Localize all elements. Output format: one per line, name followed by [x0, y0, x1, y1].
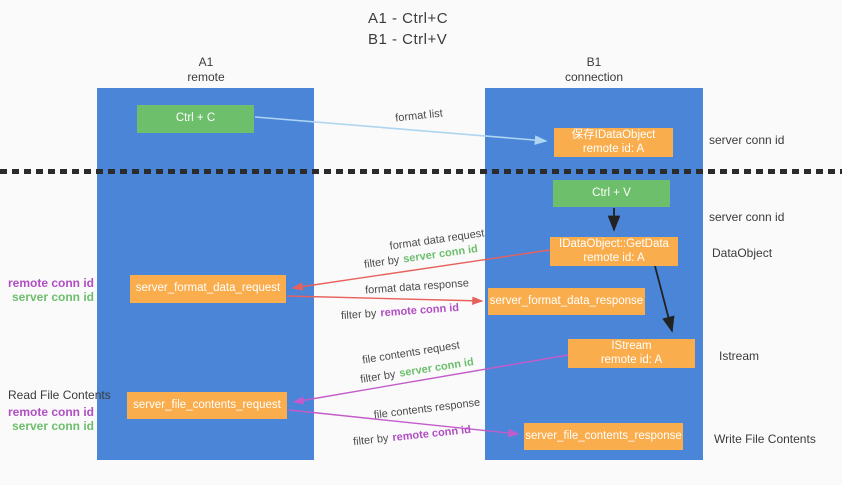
filter-by-text: filter by: [363, 254, 401, 271]
ctrl-c-label: Ctrl + C: [175, 112, 216, 125]
lifeline-a1-subtitle: remote: [187, 70, 225, 84]
server-file-contents-request-label: server_file_contents_request: [133, 398, 281, 411]
server-format-data-response-box: server_format_data_response: [488, 288, 645, 315]
server-conn-id-label: server conn id: [11, 419, 94, 433]
filter-by-text: filter by: [352, 432, 390, 449]
save-idataobject-line1: 保存IDataObject: [571, 129, 656, 141]
server-conn-id-text: server conn id: [398, 356, 475, 380]
ctrl-v-label: Ctrl + V: [592, 186, 631, 199]
lifeline-b1-name: B1: [586, 55, 602, 69]
server-format-data-response-label: server_format_data_response: [489, 294, 644, 307]
title-line-2: B1 - Ctrl+V: [368, 31, 448, 48]
lifeline-b1-subtitle: connection: [564, 70, 624, 84]
remote-conn-id-label: remote conn id: [7, 276, 94, 290]
lifeline-header-b1: B1 connection: [514, 55, 674, 85]
format-data-response-label: format data response: [364, 277, 470, 297]
filter-by-text: filter by: [340, 307, 377, 323]
server-file-contents-response-label: server_file_contents_response: [525, 429, 682, 442]
server-format-data-request-box: server_format_data_request: [130, 275, 286, 303]
server-file-contents-request-box: server_file_contents_request: [127, 392, 287, 419]
dataobject-label: DataObject: [712, 246, 773, 260]
right-server-conn-id-label-2: server conn id: [709, 210, 785, 224]
idataobject-getdata-box: IDataObject::GetData remote id: A: [550, 237, 678, 266]
getdata-line1: IDataObject::GetData: [559, 238, 669, 250]
remote-conn-id-text: remote conn id: [379, 301, 460, 320]
write-file-contents-label: Write File Contents: [714, 432, 816, 446]
diagram-title: A1 - Ctrl+C B1 - Ctrl+V: [368, 8, 448, 50]
ctrl-v-box: Ctrl + V: [553, 180, 670, 207]
file-contents-response-label: file contents response: [373, 396, 481, 422]
istream-box: IStream remote id: A: [568, 339, 695, 368]
read-file-contents-label: Read File Contents: [8, 388, 111, 402]
lifeline-header-a1: A1 remote: [126, 55, 286, 85]
remote-conn-id-text: remote conn id: [391, 423, 472, 445]
remote-conn-id-label: remote conn id: [7, 405, 94, 419]
section-divider-dotted-line: [0, 169, 842, 174]
right-server-conn-id-label-1: server conn id: [709, 133, 785, 147]
left-conn-id-labels-bottom: remote conn id server conn id: [0, 405, 94, 433]
format-data-response-arrow: [286, 295, 484, 305]
save-idataobject-box: 保存IDataObject remote id: A: [554, 128, 673, 157]
filter-by-text: filter by: [359, 368, 397, 386]
istream-line2: remote id: A: [600, 353, 663, 366]
lifeline-a1-name: A1: [198, 55, 214, 69]
title-line-1: A1 - Ctrl+C: [368, 10, 449, 27]
left-conn-id-labels-top: remote conn id server conn id: [0, 276, 94, 304]
ctrl-c-box: Ctrl + C: [137, 105, 254, 133]
server-file-contents-response-box: server_file_contents_response: [524, 423, 683, 450]
getdata-line2: remote id: A: [583, 251, 645, 264]
istream-line1: IStream: [611, 340, 652, 352]
format-list-label: format list: [394, 107, 444, 125]
server-conn-id-label: server conn id: [11, 290, 94, 304]
server-format-data-request-label: server_format_data_request: [135, 282, 281, 295]
save-idataobject-line2: remote id: A: [582, 142, 645, 155]
istream-side-label: Istream: [719, 349, 760, 363]
